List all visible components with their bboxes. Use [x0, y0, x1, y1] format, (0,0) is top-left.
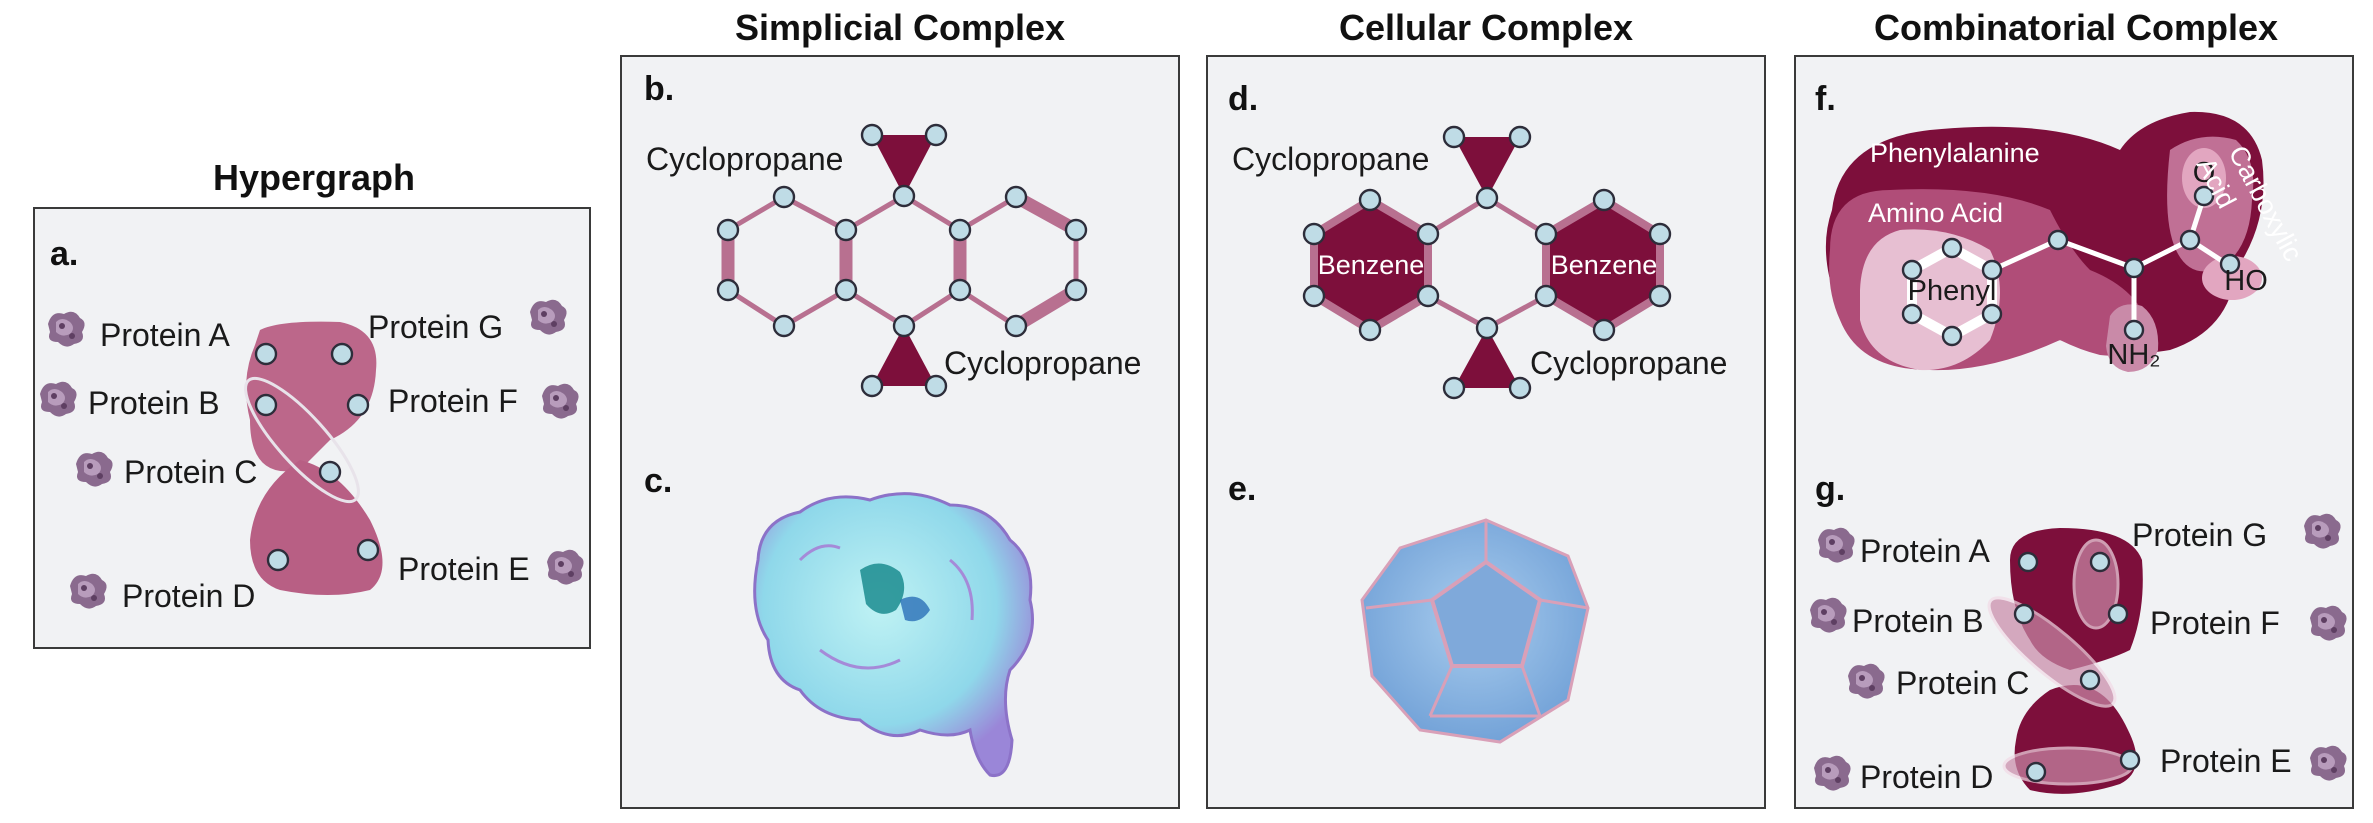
protein-a-label: Protein A [100, 317, 231, 353]
simplicial-nodes [716, 123, 1088, 398]
amine-label: NH₂ [2107, 339, 2160, 371]
cc-node-e [2119, 749, 2141, 771]
cc-protein-b-icon [1810, 597, 1847, 633]
protein-c-label: Protein C [124, 454, 257, 490]
panel-c-label: c. [644, 462, 672, 500]
cyclopropane-bottom-cell [1454, 328, 1520, 388]
protein-g-icon [530, 299, 567, 335]
amino-acid-label: Amino Acid [1868, 198, 2003, 228]
cc-node-a1 [2017, 551, 2039, 573]
phenylalanine-label: Phenylalanine [1870, 138, 2040, 168]
cellular-nodes [1302, 125, 1672, 400]
panel-a-label: a. [50, 235, 78, 273]
protein-d-icon [70, 573, 107, 609]
hypergraph-title: Hypergraph [213, 157, 415, 198]
node-f [346, 393, 370, 417]
cellular-title: Cellular Complex [1339, 7, 1633, 48]
phenylalanine-complex: Phenylalanine Amino Acid Phenyl O HO NH₂… [1825, 111, 2308, 372]
thick-edge-3 [1009, 190, 1083, 237]
protein-b-label: Protein B [88, 385, 220, 421]
o-cell [2182, 148, 2226, 208]
node-b [254, 393, 278, 417]
cc-protein-f-label: Protein F [2150, 605, 2280, 641]
panel-cellular: d. e. [1206, 55, 1766, 809]
node-d [266, 548, 290, 572]
benzene-right-label: Benzene [1551, 250, 1658, 280]
cyclopropane-bottom-label: Cyclopropane [944, 345, 1141, 381]
protein-c-icon [76, 451, 113, 487]
cyclopropane-top-cell-label: Cyclopropane [1232, 141, 1429, 177]
cyclopropane-top-cell [1454, 137, 1520, 198]
phenylalanine-nodes [1901, 185, 2241, 347]
protein-d-label: Protein D [122, 578, 255, 614]
cc-protein-a-icon [1818, 527, 1855, 563]
cc-protein-f-icon [2310, 605, 2347, 641]
dodecahedron-image [1360, 518, 1590, 744]
cc-node-f [2107, 603, 2129, 625]
cc-de-rank [2002, 746, 2134, 786]
panel-d-label: d. [1228, 80, 1258, 118]
cc-protein-c-icon [1848, 663, 1885, 699]
protein-f-label: Protein F [388, 383, 518, 419]
cc-node-a2 [2089, 551, 2111, 573]
cyclopropane-top [872, 135, 936, 196]
node-a2 [330, 342, 354, 366]
cc-node-b [2013, 603, 2035, 625]
protein-f-icon [542, 383, 579, 419]
cc-protein-c-label: Protein C [1896, 665, 2029, 701]
hydroxyl-label: HO [2224, 265, 2268, 297]
benzene-left-label: Benzene [1318, 250, 1425, 280]
cc-protein-e-label: Protein E [2160, 743, 2292, 779]
cc-protein-b-label: Protein B [1852, 603, 1984, 639]
protein-g-label: Protein G [368, 309, 503, 345]
cyclopropane-top-label: Cyclopropane [646, 141, 843, 177]
node-e [356, 538, 380, 562]
cc-protein-d-icon [1814, 755, 1851, 791]
ho-cell [2202, 256, 2262, 300]
cyclopropane-bottom-cell-label: Cyclopropane [1530, 345, 1727, 381]
panel-b-label: b. [644, 70, 674, 108]
cellular-molecule [1302, 125, 1672, 400]
protein-e-label: Protein E [398, 551, 530, 587]
protein-b-icon [40, 381, 77, 417]
protein-e-icon [547, 549, 584, 585]
simplicial-molecule [716, 123, 1088, 398]
protein-a-icon [48, 311, 85, 347]
cc-protein-g-label: Protein G [2132, 517, 2267, 553]
panel-combinatorial: f. g. [1794, 55, 2354, 809]
combinatorial-title: Combinatorial Complex [1874, 7, 2278, 48]
phenyl-cell [1860, 229, 2000, 371]
cyclopropane-bottom [872, 326, 936, 386]
panel-simplicial: b. c. [620, 55, 1180, 809]
cc-protein-e-icon [2310, 745, 2347, 781]
phenyl-label: Phenyl [1908, 275, 1997, 307]
protein-surface-image [753, 492, 1034, 778]
oxygen-label: O [2193, 157, 2216, 189]
cc-node-c [2079, 669, 2101, 691]
thick-edge-4 [1009, 283, 1083, 333]
node-c [318, 460, 342, 484]
cc-node-d [2025, 761, 2047, 783]
cc-protein-a-label: Protein A [1860, 533, 1991, 569]
node-a1 [254, 342, 278, 366]
panel-a-hypergraph: a. Protein A Protein B Protein C Protein… [33, 207, 591, 649]
panel-g-label: g. [1815, 470, 1845, 508]
combinatorial-protein-complex: Protein A Protein B Protein C Protein D … [1810, 513, 2347, 795]
simplicial-title: Simplicial Complex [735, 7, 1065, 48]
cc-protein-d-label: Protein D [1860, 759, 1993, 795]
hyperedge-bc-outline [244, 376, 360, 504]
panel-f-label: f. [1815, 80, 1836, 118]
panel-e-label: e. [1228, 470, 1256, 508]
cc-protein-g-icon [2304, 513, 2341, 549]
